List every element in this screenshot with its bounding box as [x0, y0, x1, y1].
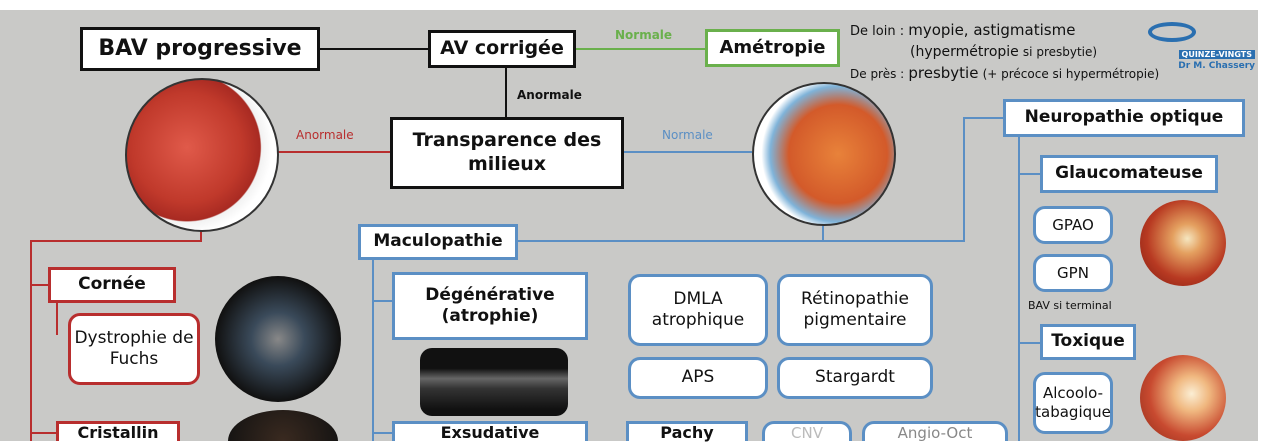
line: [1018, 342, 1042, 344]
line: [505, 65, 507, 117]
line: [963, 117, 1005, 119]
eye-anatomy-image: [752, 82, 896, 226]
bav-terminal-note: BAV si terminal: [1028, 299, 1112, 312]
cornea-photo: [215, 276, 341, 402]
line: [575, 48, 705, 50]
node-alcoolo-tabagique: Alcoolo-tabagique: [1033, 372, 1113, 434]
node-toxique: Toxique: [1040, 324, 1136, 360]
label-anormale: Anormale: [517, 88, 582, 102]
label-normale: Normale: [662, 128, 713, 142]
fundus-photo: [1140, 200, 1226, 286]
node-exsudative: Exsudative: [392, 421, 588, 441]
line: [1018, 173, 1042, 175]
node-degenerative: Dégénérative (atrophie): [392, 272, 588, 340]
line: [822, 215, 824, 241]
node-bav-progressive: BAV progressive: [80, 27, 320, 71]
line: [515, 240, 965, 242]
line: [372, 432, 394, 434]
loin-text: myopie, astigmatisme: [908, 21, 1076, 39]
node-glaucomateuse: Glaucomateuse: [1040, 155, 1218, 193]
node-aps: APS: [628, 357, 768, 399]
oct-image: [420, 348, 568, 416]
pres-text: presbytie: [908, 64, 979, 82]
node-retinopathie-pigmentaire: Rétinopathie pigmentaire: [777, 274, 933, 346]
line: [372, 256, 374, 441]
node-stargardt: Stargardt: [777, 357, 933, 399]
node-cristallin: Cristallin: [56, 421, 180, 441]
node-gpao: GPAO: [1033, 206, 1113, 244]
node-dmla-atrophique: DMLA atrophique: [628, 274, 768, 346]
line: [622, 151, 752, 153]
line: [30, 284, 50, 286]
node-transparence: Transparence des milieux: [390, 117, 624, 189]
loin-sub: (hypermétropie: [910, 44, 1019, 60]
node-bottom-3: CNV: [762, 421, 852, 441]
line: [30, 240, 32, 441]
node-dystrophie-fuchs: Dystrophie de Fuchs: [68, 313, 200, 385]
logo-eye-icon: [1148, 22, 1196, 42]
node-maculopathie: Maculopathie: [358, 224, 518, 260]
line: [30, 240, 202, 242]
loin-label: De loin :: [850, 24, 905, 39]
loin-sub2: si presbytie): [1022, 45, 1098, 59]
lens-photo: [228, 410, 338, 441]
fundus-photo: [1140, 355, 1226, 441]
line: [320, 48, 430, 50]
node-av-corrigee: AV corrigée: [428, 30, 576, 68]
node-bottom-4: Angio-Oct: [862, 421, 1008, 441]
node-gpn: GPN: [1033, 254, 1113, 292]
logo-author: Dr M. Chassery: [1178, 61, 1255, 71]
node-bottom-2: Pachy: [626, 421, 748, 441]
line: [270, 151, 392, 153]
label-normale: Normale: [615, 28, 673, 42]
line: [963, 117, 965, 241]
pres-label: De près :: [850, 67, 905, 81]
label-anormale: Anormale: [296, 128, 354, 142]
pres-sub: (+ précoce si hypermétropie): [982, 67, 1160, 81]
node-neuropathie-optique: Neuropathie optique: [1003, 99, 1245, 137]
node-ametropie: Amétropie: [705, 29, 840, 67]
logo: QUINZE-VINGTS Dr M. Chassery: [1140, 22, 1255, 71]
line: [56, 300, 58, 335]
logo-name: QUINZE-VINGTS: [1178, 50, 1255, 59]
node-cornee: Cornée: [48, 267, 176, 303]
line: [200, 225, 202, 241]
line: [1018, 134, 1020, 441]
line: [30, 432, 58, 434]
ametropie-notes: De loin : myopie, astigmatisme (hypermét…: [850, 20, 1159, 85]
diagram: BAV progressive AV corrigée Amétropie No…: [0, 10, 1258, 441]
eye-anatomy-image: [125, 78, 279, 232]
line: [372, 300, 394, 302]
